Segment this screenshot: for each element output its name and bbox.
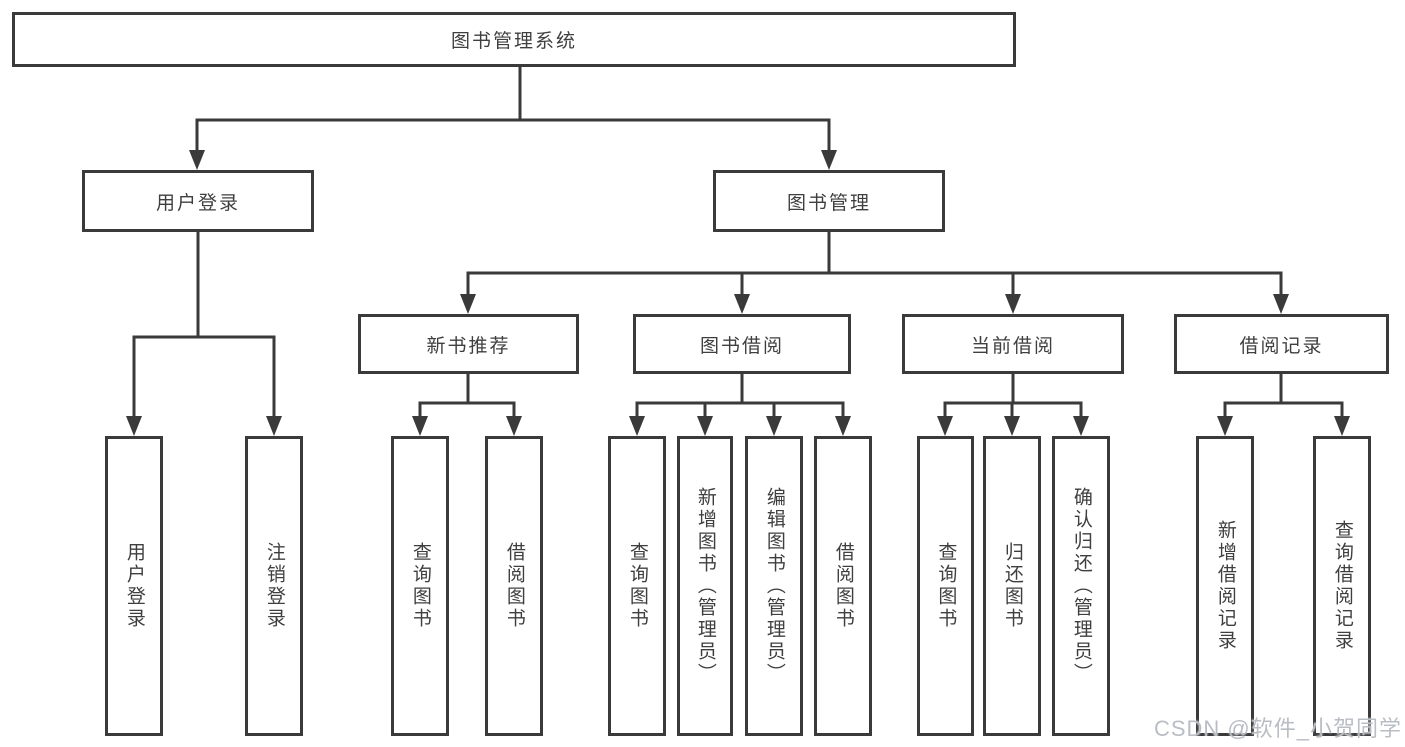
node-label: 用户登录 xyxy=(155,192,240,214)
node-book-borrow: 图书借阅 xyxy=(633,314,851,374)
leaf-query-books-recommend: 查询图书 xyxy=(391,436,449,736)
leaf-add-books-admin: 新增图书（管理员） xyxy=(677,436,733,736)
leaf-add-borrow-record: 新增借阅记录 xyxy=(1196,436,1254,736)
node-library-system: 图书管理系统 xyxy=(12,12,1016,67)
node-label: 图书管理系统 xyxy=(450,31,577,52)
node-label: 新书推荐 xyxy=(426,335,511,357)
node-label: 查询图书 xyxy=(626,542,648,630)
leaf-borrow-books-recommend: 借阅图书 xyxy=(485,436,543,736)
edges-book-borrow xyxy=(629,374,851,436)
node-label: 借阅记录 xyxy=(1239,335,1324,357)
leaf-user-login: 用户登录 xyxy=(105,436,163,736)
node-label: 注销登录 xyxy=(263,542,285,630)
leaf-logout: 注销登录 xyxy=(245,436,303,736)
edges-current-borrow xyxy=(937,374,1089,436)
node-new-book-recommend: 新书推荐 xyxy=(358,314,579,374)
node-label: 归还图书 xyxy=(1001,542,1023,630)
node-label: 借阅图书 xyxy=(832,542,854,630)
node-label: 确认归还（管理员） xyxy=(1070,487,1092,685)
leaf-return-books: 归还图书 xyxy=(983,436,1041,736)
node-book-management: 图书管理 xyxy=(713,170,945,232)
node-label: 图书管理 xyxy=(786,192,871,214)
node-label: 借阅图书 xyxy=(503,542,525,630)
node-user-login: 用户登录 xyxy=(82,170,314,232)
edges-book-management xyxy=(460,232,1289,314)
node-borrow-records: 借阅记录 xyxy=(1174,314,1389,374)
node-label: 查询图书 xyxy=(409,542,431,630)
edges-new-book-recommend xyxy=(412,374,522,436)
leaf-query-books-borrow: 查询图书 xyxy=(608,436,666,736)
leaf-confirm-return-admin: 确认归还（管理员） xyxy=(1052,436,1110,736)
node-label: 查询图书 xyxy=(935,542,957,630)
edges-root xyxy=(189,67,837,170)
node-label: 查询借阅记录 xyxy=(1331,520,1353,652)
edges-user-login xyxy=(126,232,282,436)
leaf-borrow-books: 借阅图书 xyxy=(814,436,872,736)
node-label: 图书借阅 xyxy=(699,335,784,357)
node-label: 用户登录 xyxy=(123,542,145,630)
watermark: CSDN @软件_小贺同学 xyxy=(1153,716,1402,741)
node-current-borrow: 当前借阅 xyxy=(902,314,1124,374)
leaf-query-borrow-record: 查询借阅记录 xyxy=(1313,436,1371,736)
node-label: 新增图书（管理员） xyxy=(694,487,716,685)
node-label: 当前借阅 xyxy=(970,335,1055,357)
node-label: 新增借阅记录 xyxy=(1214,520,1236,652)
leaf-query-books-current: 查询图书 xyxy=(917,436,974,736)
node-label: 编辑图书（管理员） xyxy=(763,487,785,685)
leaf-edit-books-admin: 编辑图书（管理员） xyxy=(745,436,803,736)
edges-borrow-records xyxy=(1217,374,1350,436)
